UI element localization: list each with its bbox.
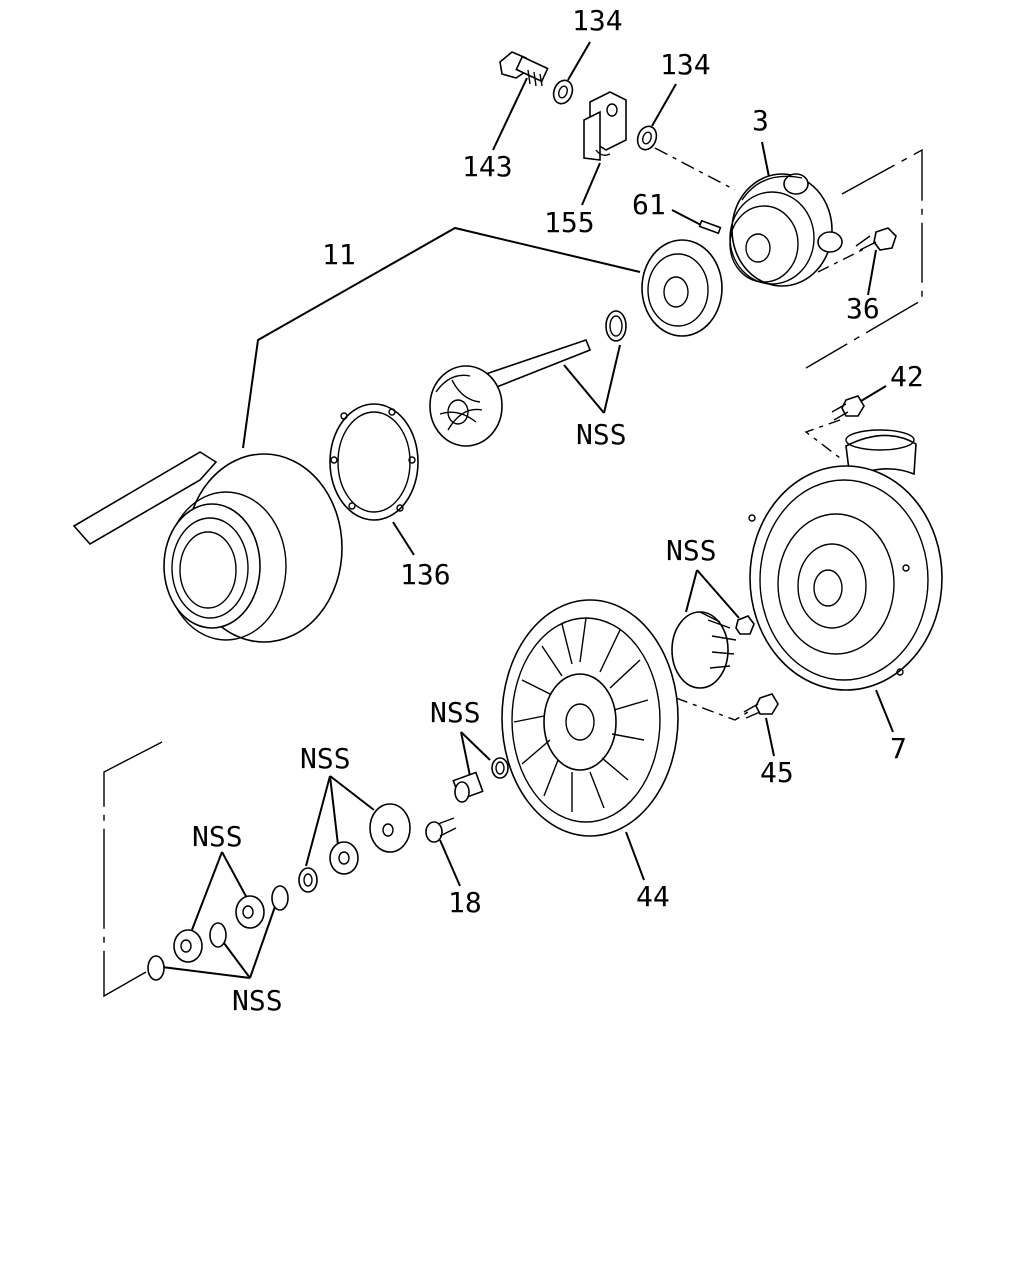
banjo-bolt-143 [499, 51, 549, 87]
label-44: 44 [636, 880, 670, 913]
bolt-42 [831, 395, 865, 421]
label-nss-impeller: NSS [666, 534, 717, 567]
bolt-45 [743, 693, 779, 719]
bolt-36 [855, 227, 897, 251]
back-plate-44 [501, 599, 679, 837]
label-61: 61 [632, 188, 666, 221]
label-3: 3 [752, 104, 769, 137]
compressor-impeller [671, 611, 755, 689]
label-nss-seal: NSS [576, 418, 627, 451]
thrust-bearing [298, 803, 411, 893]
label-nss-bearing-lower: NSS [232, 984, 283, 1017]
seal-plate [641, 239, 723, 337]
washer-134-a [552, 79, 574, 105]
turbine-wheel-shaft [429, 338, 592, 447]
label-134-a: 134 [572, 4, 623, 37]
turbine-housing-11 [72, 451, 343, 643]
label-nss-bearing-upper: NSS [192, 820, 243, 853]
label-18: 18 [448, 886, 482, 919]
bearing-housing-3 [729, 173, 843, 287]
label-45: 45 [760, 756, 794, 789]
journal-bearings [147, 885, 289, 981]
label-136: 136 [400, 558, 451, 591]
washer-134-b [636, 125, 658, 151]
part-labels: 134 134 143 155 3 61 11 36 NSS 42 136 NS… [192, 4, 924, 1017]
compressor-housing-7 [748, 429, 943, 691]
sleeve [452, 757, 509, 803]
label-36: 36 [846, 292, 880, 325]
fitting-155 [583, 91, 627, 161]
pin-61 [698, 219, 722, 235]
label-11: 11 [322, 238, 356, 271]
label-134-b: 134 [660, 48, 711, 81]
label-143: 143 [462, 150, 513, 183]
seal-ring [605, 310, 627, 342]
label-nss-thrust: NSS [300, 742, 351, 775]
screw-18 [425, 817, 457, 843]
label-7: 7 [890, 732, 907, 765]
label-nss-sleeve: NSS [430, 696, 481, 729]
leader-lines [103, 41, 923, 998]
label-155: 155 [544, 206, 595, 239]
gasket-136 [329, 403, 419, 521]
label-42: 42 [890, 360, 924, 393]
